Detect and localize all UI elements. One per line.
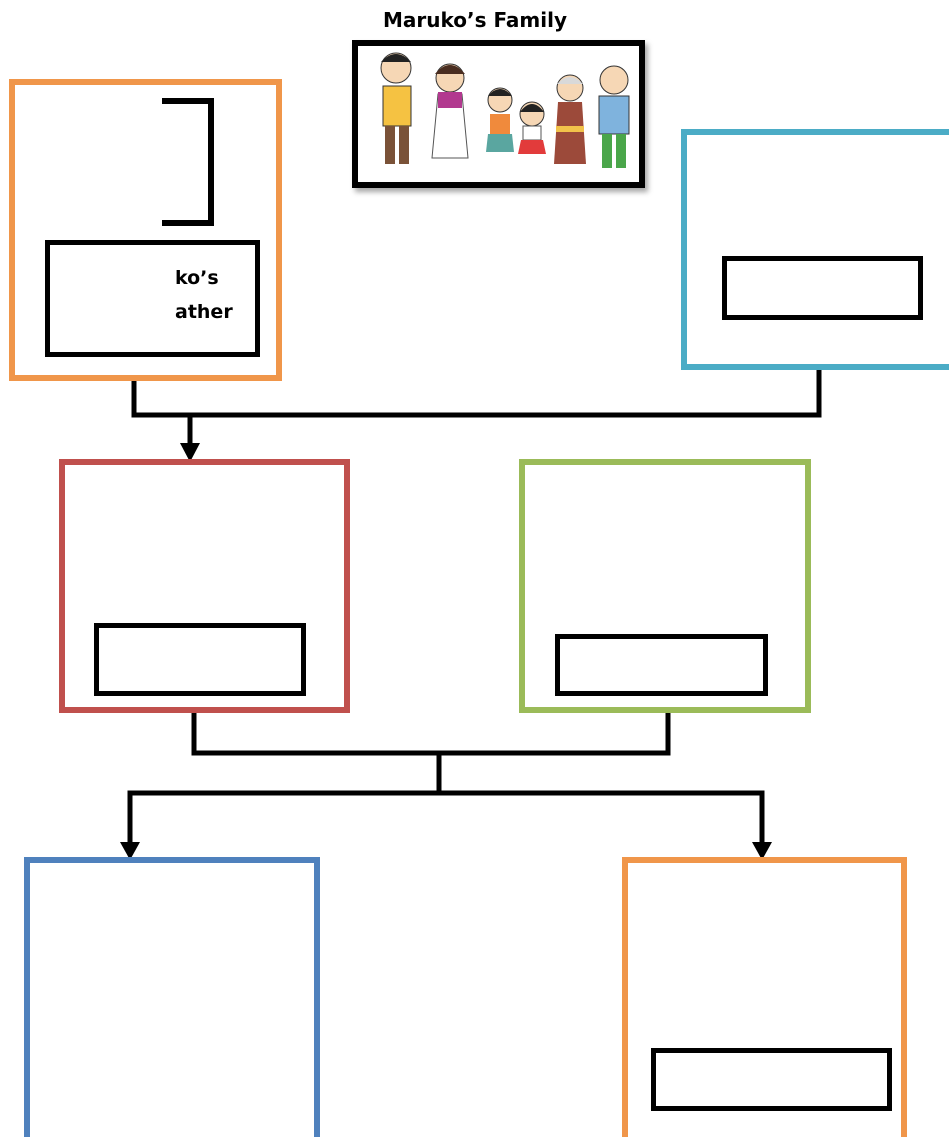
grandfather-label-text: ko’s ather xyxy=(175,267,233,323)
grandmother-frame xyxy=(681,129,949,370)
page-title: Maruko’s Family xyxy=(382,8,568,32)
figure-grandma xyxy=(554,74,586,164)
figure-mother xyxy=(431,63,469,159)
grandmother-label-box xyxy=(722,256,923,320)
grandfather-frame xyxy=(9,79,282,381)
mother-label-box xyxy=(555,634,768,696)
grandfather-photo xyxy=(162,98,214,226)
child-right-frame xyxy=(622,857,907,1137)
mother-frame xyxy=(519,459,811,713)
father-frame xyxy=(59,459,350,713)
child-left-frame xyxy=(24,857,320,1137)
family-photo xyxy=(352,40,645,188)
arrow-to-child-right xyxy=(752,842,772,860)
child-right-label-box xyxy=(651,1048,892,1111)
grandfather-label-box: ko’s ather xyxy=(45,240,260,357)
figure-sister xyxy=(486,87,514,152)
arrow-to-father xyxy=(180,443,200,462)
father-label-box xyxy=(94,623,306,696)
figure-father xyxy=(380,52,412,164)
arrow-to-child-left xyxy=(120,842,140,860)
figure-maruko xyxy=(518,101,546,154)
family-illustration xyxy=(380,52,630,168)
figure-grandpa xyxy=(598,65,630,168)
